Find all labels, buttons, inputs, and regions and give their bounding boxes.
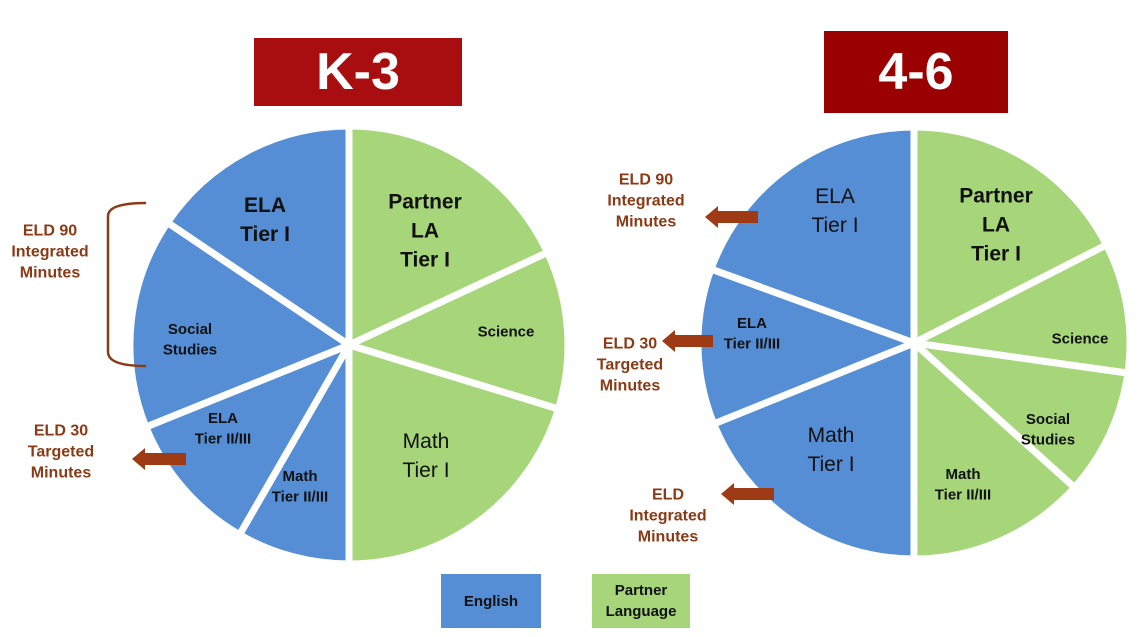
grades-4-6-title: 4-6 [824, 31, 1008, 113]
legend-english: English [441, 574, 541, 628]
k3-slice-science [339, 247, 572, 414]
k3-slice-math-tier23 [234, 331, 353, 568]
g46-eld90-arrow-icon [705, 206, 758, 228]
legend-partner-line2: Language [605, 603, 677, 620]
k3-slice-math-tier1 [345, 340, 563, 568]
k3-slice-ela-tier23 [141, 337, 358, 540]
k3-label-science: Science [478, 323, 535, 340]
g46-slice-ela-tier1 [706, 123, 918, 348]
legend-partner-label: Partner Language [606, 580, 677, 622]
k3-slice-social-studies [126, 217, 357, 432]
legend-english-label: English [463, 592, 519, 610]
legend-partner-language: Partner Language [592, 574, 690, 628]
g46-slice-math-tier1 [709, 337, 918, 563]
k3-slice-ela-tier1 [162, 122, 353, 352]
g46-slice-social-studies [903, 337, 1132, 493]
g46-slice-math-tier23 [910, 335, 1080, 563]
g46-label-science: Science [1052, 330, 1109, 347]
g46-eld-integrated-arrow-icon [721, 483, 774, 505]
k3-eld30-arrow-icon [132, 448, 186, 470]
g46-slice-partner-la [910, 123, 1112, 349]
k3-slice-partner-la [345, 122, 553, 351]
g46-eld30-arrow-icon [662, 330, 713, 352]
legend-partner-line1: Partner [614, 582, 668, 599]
k3-eld90-bracket [106, 201, 147, 368]
g46-slice-science [902, 240, 1134, 378]
k3-title: K-3 [254, 38, 462, 106]
